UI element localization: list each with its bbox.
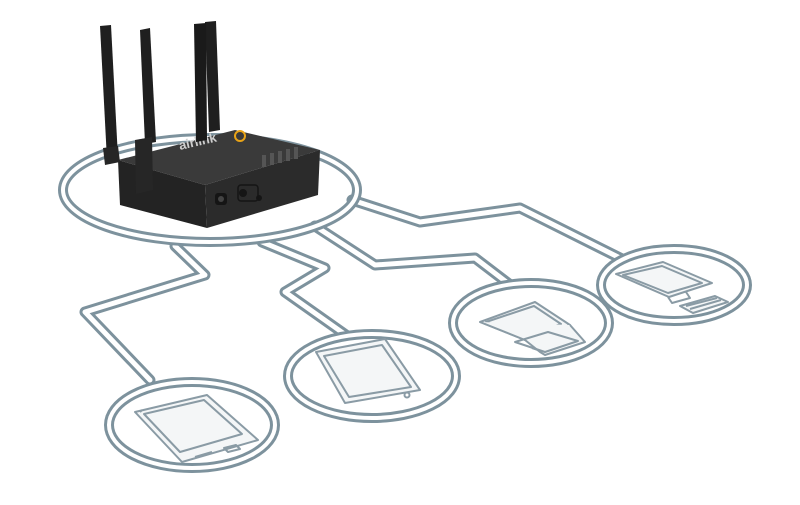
- connector-to-tablet: [256, 236, 366, 351]
- connector-inner: [82, 197, 631, 383]
- smartphone-icon: [134, 394, 259, 463]
- antenna-back-right: [205, 21, 220, 132]
- tablet-icon: [315, 338, 421, 404]
- connector-to-smartphone: [79, 240, 211, 386]
- antenna-front-right: [194, 23, 207, 142]
- antenna-back-left: [140, 28, 156, 144]
- device-rings: [104, 244, 752, 473]
- connector-to-desktop: [346, 194, 634, 268]
- desktop-computer-icon: [615, 261, 729, 314]
- laptop-icon: [479, 301, 586, 356]
- router-icon: airlink: [100, 21, 320, 228]
- antenna-front-left: [100, 25, 118, 160]
